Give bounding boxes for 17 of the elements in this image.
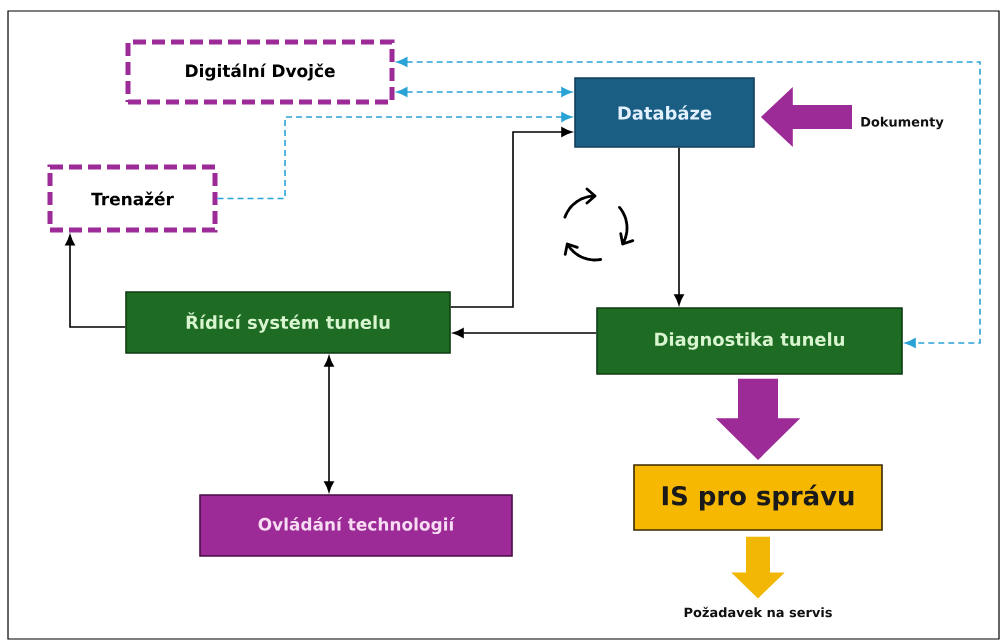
arrow — [452, 328, 597, 338]
dashed-box: Trenažér — [47, 164, 218, 233]
process-box: Ovládání technologií — [199, 494, 513, 557]
arrow — [65, 234, 126, 328]
dashed-arrow — [216, 112, 573, 200]
arrow — [674, 147, 684, 306]
dashed-arrow — [396, 87, 573, 97]
arrow — [450, 127, 573, 308]
process-box: IS pro správu — [633, 464, 883, 531]
dashed-arrow — [396, 57, 981, 348]
node-label: Požadavek na servis — [684, 606, 832, 618]
process-box: Řídicí systém tunelu — [125, 291, 451, 354]
dashed-box: Digitální Dvojče — [125, 39, 395, 105]
arrow — [324, 355, 334, 493]
process-box: Databáze — [574, 77, 755, 148]
node-label: Dokumenty — [861, 116, 944, 130]
process-box: Diagnostika tunelu — [596, 307, 903, 375]
